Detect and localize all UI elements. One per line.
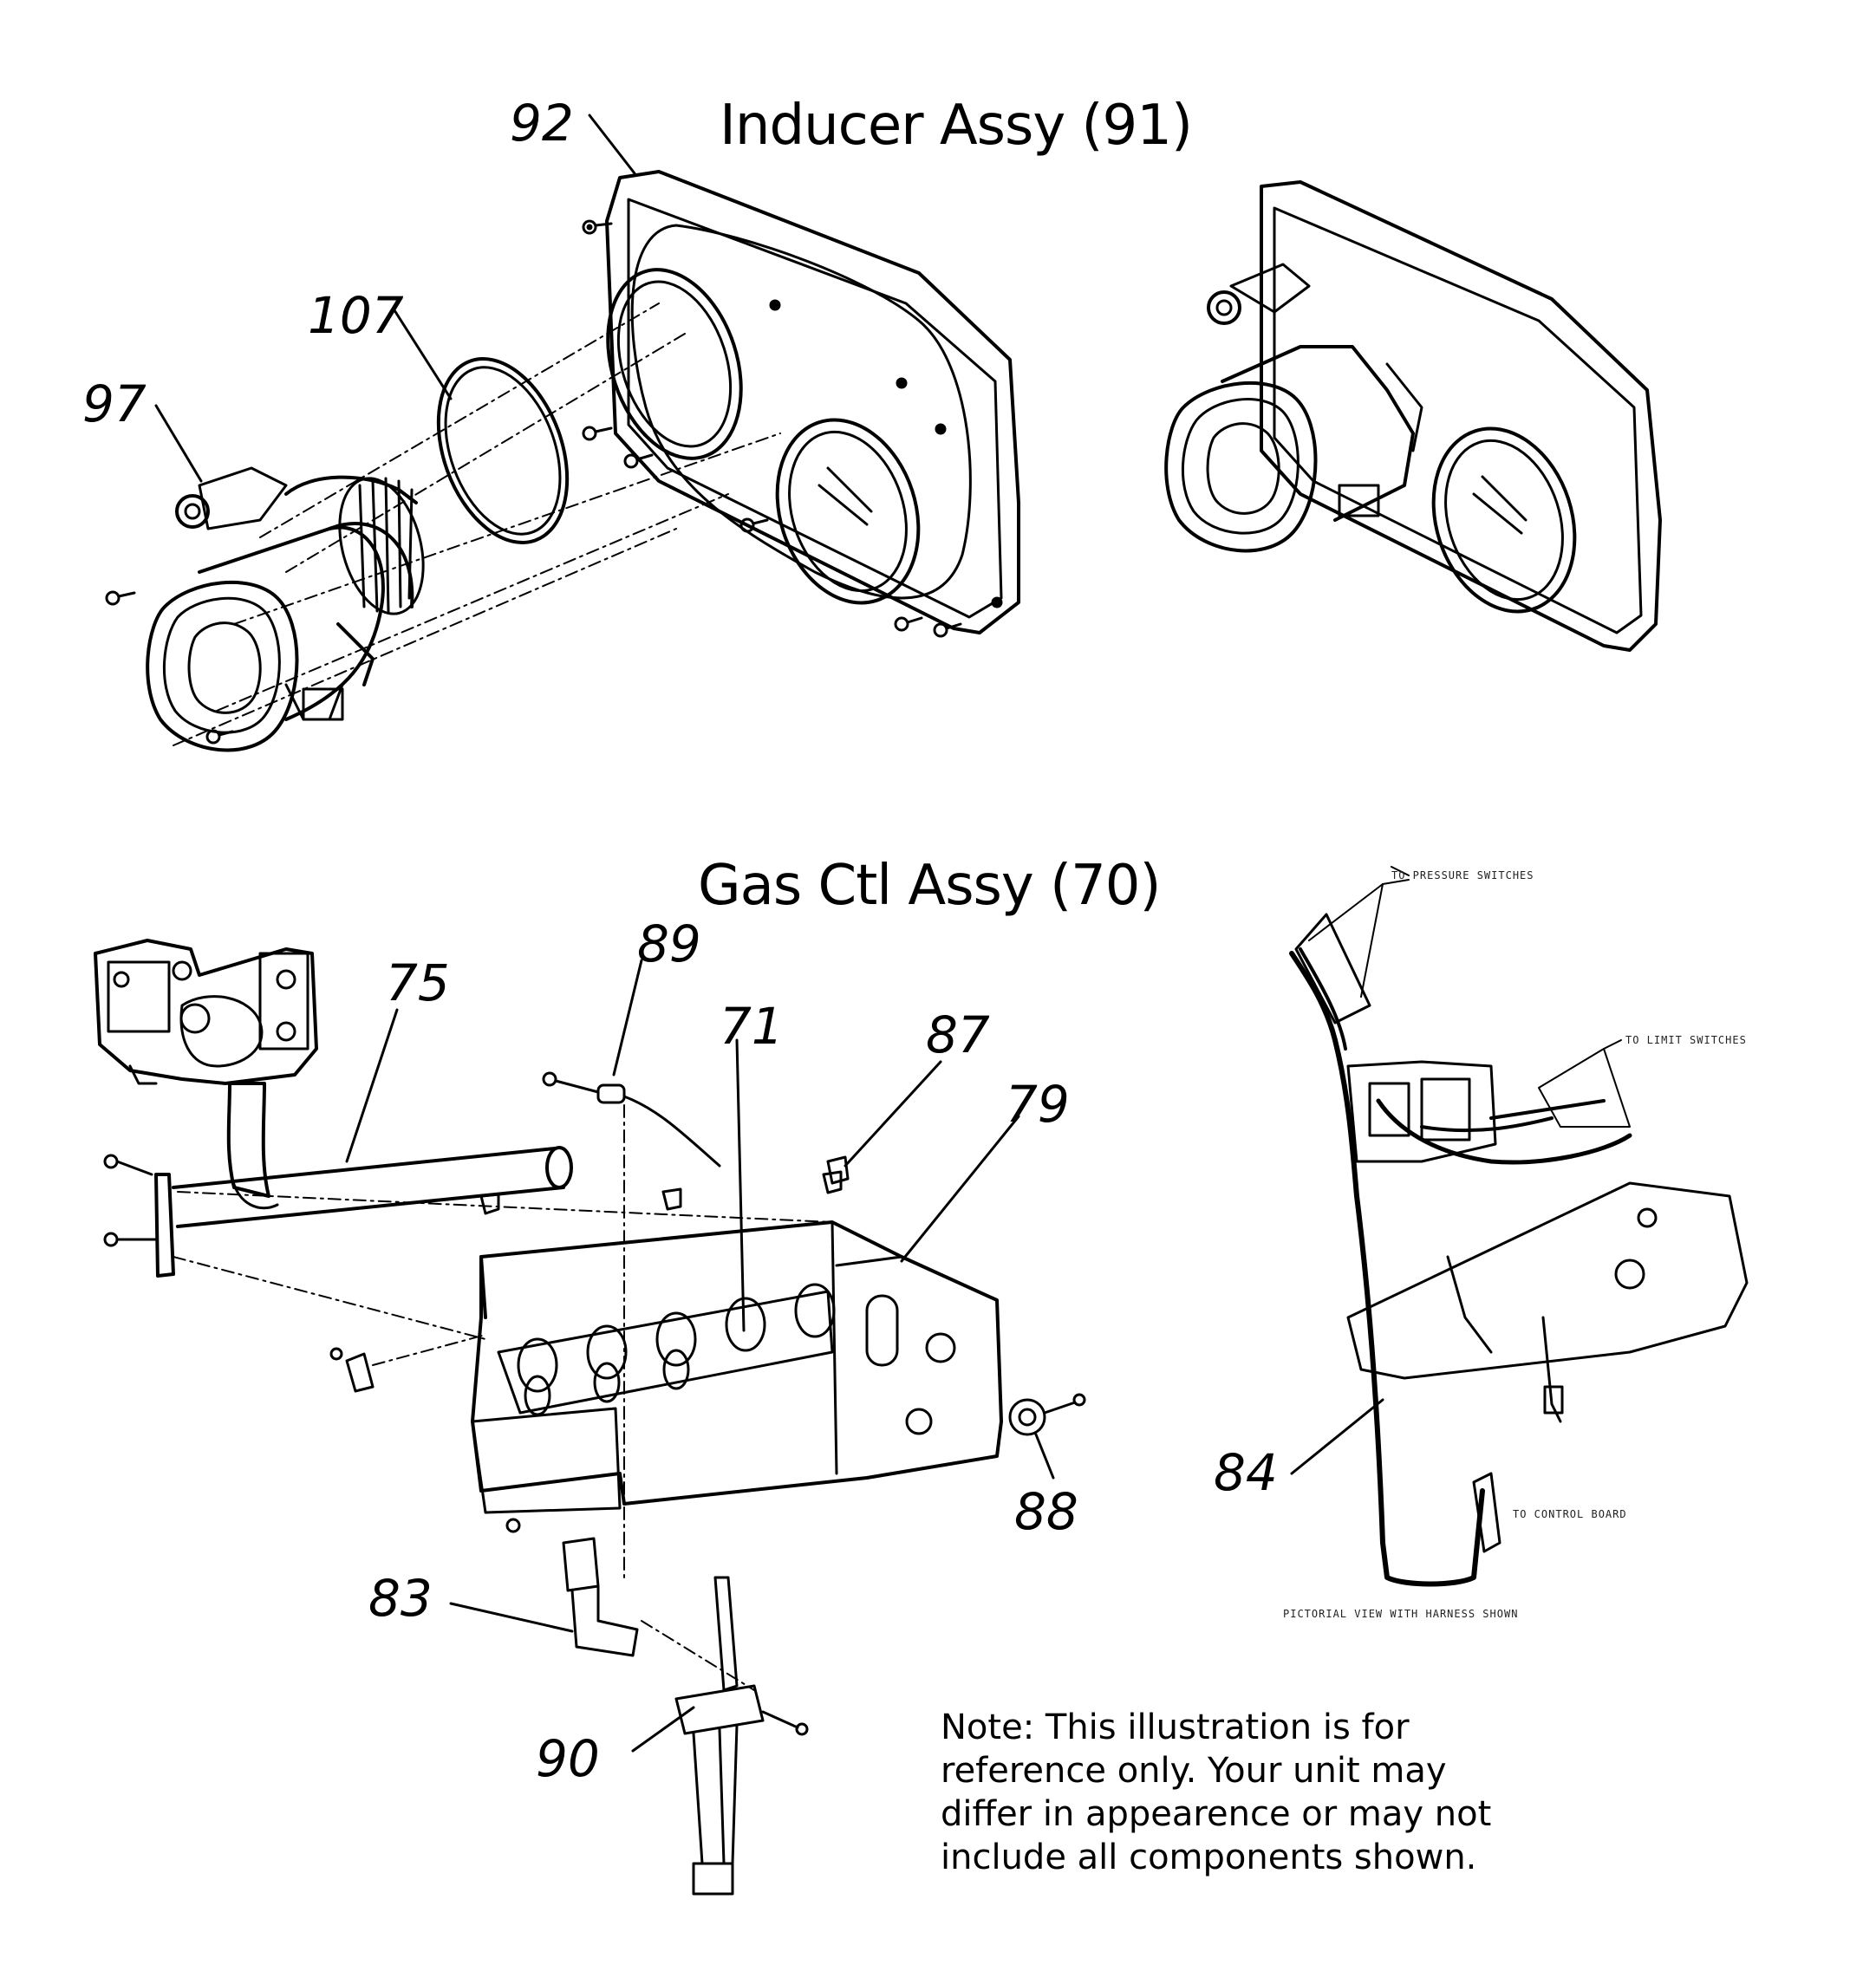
callout-75: 75 — [386, 953, 450, 1012]
inducer-assy-title: Inducer Assy (91) — [720, 94, 1193, 158]
note-line-1: Note: This illustration is for — [941, 1708, 1410, 1747]
gas-ctl-assy-title: Gas Ctl Assy (70) — [698, 854, 1161, 918]
gas-pipe-elbow — [226, 1082, 279, 1210]
leader-lines — [154, 114, 1384, 1753]
inducer-motor — [146, 475, 418, 752]
assembled-inducer — [1164, 180, 1662, 652]
housing-screws — [582, 219, 1003, 638]
callout-89: 89 — [637, 914, 701, 973]
limit-switch-left — [329, 1347, 375, 1393]
blower-wheel — [338, 477, 425, 615]
flame-sensor-89 — [542, 1071, 721, 1168]
callout-87: 87 — [926, 1005, 990, 1064]
burner-box-clips — [479, 1170, 843, 1215]
burners-71 — [497, 1283, 836, 1416]
callout-97: 97 — [82, 374, 147, 433]
gasket-ring — [436, 357, 570, 544]
pipe-mount-bracket — [103, 1154, 175, 1278]
harness-pictorial — [1289, 866, 1749, 1587]
callout-90: 90 — [536, 1729, 600, 1788]
harness-caption: PICTORIAL VIEW WITH HARNESS SHOWN — [1283, 1608, 1519, 1620]
harness-label-limit: TO LIMIT SWITCHES — [1625, 1034, 1747, 1046]
callout-84: 84 — [1214, 1443, 1278, 1502]
callout-71: 71 — [720, 997, 784, 1056]
note-line-3: differ in appearence or may not — [941, 1794, 1492, 1834]
harness-label-control: TO CONTROL BOARD — [1513, 1508, 1627, 1520]
callout-92: 92 — [510, 94, 574, 153]
burner-box-79 — [471, 1220, 1003, 1514]
inducer-outlet-ring — [606, 268, 743, 460]
note-line-2: reference only. Your unit may — [941, 1751, 1447, 1791]
callout-107: 107 — [308, 286, 404, 345]
callout-79: 79 — [1006, 1075, 1070, 1134]
inducer-inlet-ring — [775, 418, 921, 605]
rollout-switch-88 — [1008, 1393, 1086, 1436]
note-line-4: include all components shown. — [941, 1838, 1477, 1877]
callout-83: 83 — [368, 1569, 433, 1628]
harness-label-pressure: TO PRESSURE SWITCHES — [1391, 869, 1534, 881]
igniter-90 — [674, 1576, 809, 1896]
motor-screws — [105, 590, 234, 745]
callout-88: 88 — [1014, 1482, 1078, 1541]
pressure-switch-83 — [505, 1518, 639, 1657]
motor-bracket — [175, 466, 288, 530]
explode-lines — [173, 302, 781, 746]
rollout-switch-87 — [826, 1155, 850, 1185]
inducer-housing-plate — [605, 170, 1020, 634]
reference-note: Note: This illustration is for reference… — [941, 1706, 1491, 1879]
gas-valve — [94, 939, 318, 1085]
